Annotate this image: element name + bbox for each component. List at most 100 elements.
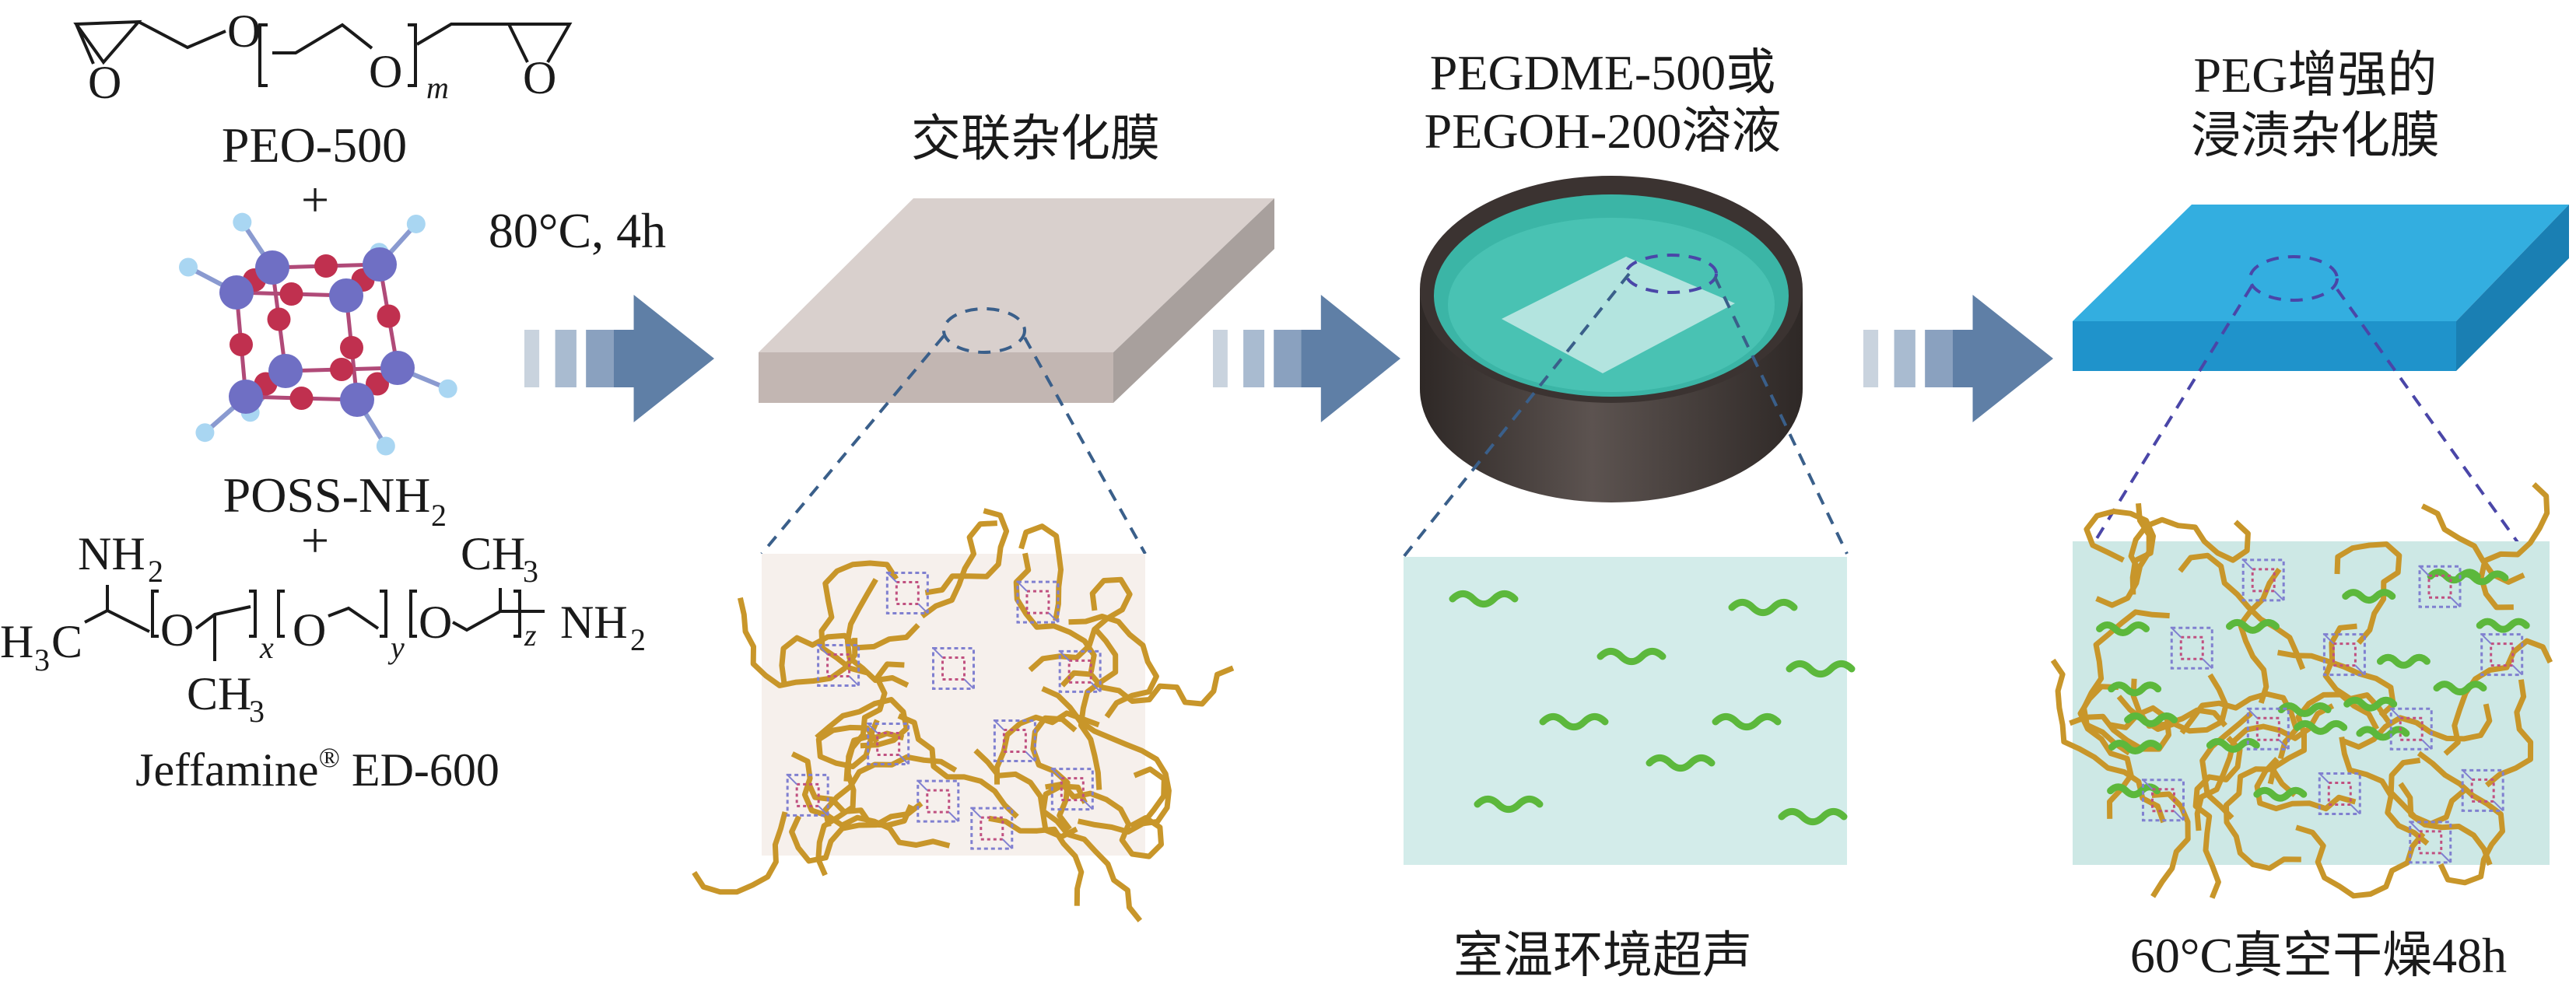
- peo-repeat-m: m: [426, 70, 449, 105]
- oxygen: O: [160, 604, 194, 656]
- polymer-chain: [790, 751, 951, 849]
- cage-outline: [2318, 772, 2361, 815]
- poss-cage-icon: [993, 719, 1036, 763]
- polymer-chain: [815, 697, 909, 749]
- oxygen-atom: [340, 336, 363, 359]
- arrow-dash-segment: [1243, 330, 1265, 387]
- cage-outline: [2389, 707, 2433, 751]
- cage-edge: [2462, 769, 2473, 781]
- cage-outline: [916, 779, 960, 823]
- arrow-dash-segment: [1863, 330, 1879, 387]
- cage-edge: [1059, 650, 1070, 662]
- poss-cage-icon: [2461, 768, 2504, 812]
- cage-outline: [2170, 626, 2213, 670]
- cage-edge: [818, 805, 829, 817]
- subscript: 3: [249, 694, 265, 729]
- poss-cage-icon: [916, 779, 960, 823]
- poss-cage-icon: [2409, 821, 2452, 864]
- silicon-atom: [255, 250, 289, 285]
- cage-edge: [2390, 708, 2401, 719]
- cage-outline: [1050, 768, 1094, 811]
- methyl-group: CH: [461, 528, 525, 579]
- cage-inner: [2399, 716, 2424, 741]
- polymer-chain: [2398, 782, 2493, 866]
- peo-oxygen: O: [369, 46, 402, 97]
- jeffamine-structure: NH 2 H 3 C O CH 3 x O y O CH 3 z NH 2: [0, 528, 646, 729]
- cage-inner: [941, 656, 966, 681]
- cage-edge: [2142, 779, 2154, 790]
- arrow-dash-segment: [1274, 330, 1302, 387]
- peg-molecule: [1474, 795, 1544, 814]
- polymer-chain: [2276, 649, 2396, 718]
- polymer-chain: [2322, 623, 2391, 723]
- polymer-chain: [2478, 482, 2550, 611]
- solution-label-line1: PEGDME-500或: [1430, 45, 1775, 100]
- silicon-atom: [329, 278, 363, 313]
- epoxide-oxygen: O: [523, 52, 556, 103]
- cage-edge: [2419, 565, 2430, 576]
- polymer-chain: [2194, 703, 2335, 831]
- cage-edge: [787, 774, 797, 786]
- cage-edge: [898, 754, 909, 765]
- polymer-chain: [2341, 703, 2493, 750]
- peg-molecule: [2108, 681, 2162, 697]
- oxygen: O: [419, 597, 452, 648]
- cage-outline: [2246, 707, 2290, 751]
- cage-edge: [2242, 559, 2253, 570]
- polymer-chain: [2081, 609, 2170, 756]
- cage-edge: [2273, 590, 2284, 601]
- cage-edge: [2421, 739, 2432, 750]
- cage-edge: [1082, 799, 1094, 810]
- cage-inner: [980, 816, 1004, 841]
- peg-molecule: [2294, 719, 2348, 735]
- peg-molecule: [2124, 712, 2178, 728]
- polymer-chain: [2339, 736, 2430, 846]
- peo-500-structure: O O m O O: [73, 5, 573, 108]
- peg-molecule: [2108, 739, 2162, 754]
- repeat-y: y: [387, 630, 405, 665]
- cage-inner: [2150, 788, 2175, 813]
- oxygen-atom: [314, 254, 338, 278]
- methyl-group: CH: [187, 668, 251, 719]
- silicon-atom: [380, 351, 415, 385]
- polymer-chain: [815, 724, 905, 770]
- poss-cage-icon: [2480, 633, 2524, 677]
- ultrasound-condition-label: 室温环境超声: [1453, 928, 1752, 983]
- amine-group: NH: [560, 597, 628, 648]
- polymer-chain: [818, 560, 899, 676]
- peg-molecule: [1712, 712, 1782, 731]
- peg-molecule: [2342, 589, 2396, 604]
- cage-edge: [2480, 633, 2492, 645]
- poss-cage-icon: [2241, 558, 2285, 602]
- cage-edge: [1051, 768, 1063, 779]
- peg-molecule: [1778, 807, 1848, 826]
- cage-inner: [1002, 729, 1027, 754]
- polymer-chain: [2199, 711, 2253, 821]
- zoom-guide-lines: [1402, 272, 1849, 558]
- cage-edge: [2354, 664, 2366, 676]
- cage-inner: [2332, 642, 2357, 667]
- cage-inner: [2251, 568, 2276, 593]
- polymer-chain: [779, 623, 920, 683]
- cage-edge: [971, 807, 982, 818]
- arrow-right-icon: [613, 295, 714, 422]
- peg-molecule: [2476, 618, 2530, 633]
- hydrogen-atom: [195, 423, 215, 443]
- polymer-chain: [2095, 502, 2152, 608]
- cage-outline: [867, 722, 910, 765]
- cage-edge: [2350, 803, 2360, 815]
- cage-edge: [2171, 627, 2182, 638]
- oxygen-atom: [267, 307, 291, 331]
- cage-outline: [1016, 580, 1060, 624]
- hydrogen-atom: [179, 257, 198, 277]
- cage-inner: [1060, 777, 1085, 802]
- cage-inner: [2255, 716, 2280, 741]
- poss-cage-icon: [1050, 768, 1094, 811]
- peg-molecule: [1539, 712, 1609, 731]
- epoxide-oxygen: O: [88, 57, 121, 108]
- cage-edge: [2511, 664, 2523, 676]
- cage-edge: [932, 647, 944, 659]
- cage-edge: [2441, 852, 2452, 863]
- cage-inner: [2470, 778, 2495, 803]
- arrow-right-icon: [1952, 295, 2053, 422]
